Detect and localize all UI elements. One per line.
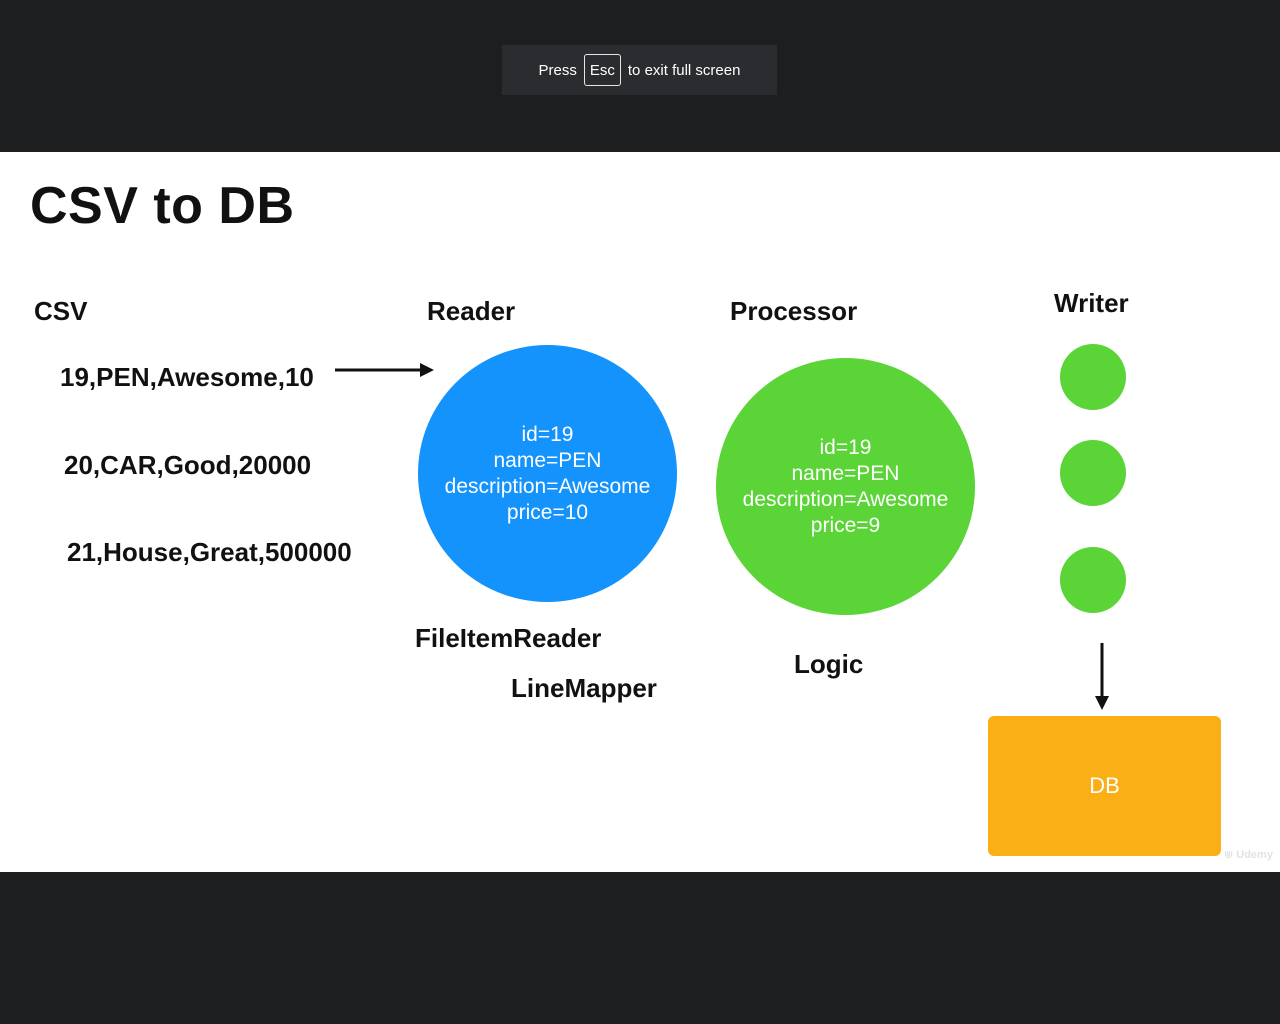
writer-item-dot-1 bbox=[1060, 344, 1126, 410]
slide: CSV to DB CSV Reader Processor Writer 19… bbox=[0, 152, 1280, 872]
reader-item-circle: id=19 name=PEN description=Awesome price… bbox=[418, 345, 677, 602]
writer-heading: Writer bbox=[1054, 288, 1129, 318]
processor-item-circle: id=19 name=PEN description=Awesome price… bbox=[716, 358, 975, 615]
fullscreen-exit-toast: Press Esc to exit full screen bbox=[502, 45, 777, 95]
csv-line-1: 19,PEN,Awesome,10 bbox=[60, 362, 314, 392]
writer-item-dot-3 bbox=[1060, 547, 1126, 613]
slide-title: CSV to DB bbox=[30, 177, 295, 235]
reader-field-name: name=PEN bbox=[493, 448, 602, 472]
reader-heading: Reader bbox=[427, 296, 516, 326]
processor-field-price: price=9 bbox=[810, 513, 881, 537]
file-item-reader-label: FileItemReader bbox=[415, 623, 602, 653]
csv-line-2: 20,CAR,Good,20000 bbox=[64, 450, 312, 480]
processor-field-name: name=PEN bbox=[791, 461, 900, 485]
logic-label: Logic bbox=[794, 649, 864, 679]
db-box: DB bbox=[988, 716, 1221, 856]
csv-to-reader-arrow bbox=[335, 363, 434, 377]
csv-heading: CSV bbox=[34, 296, 88, 326]
processor-field-description: description=Awesome bbox=[742, 487, 949, 511]
arrows-layer bbox=[335, 363, 1109, 710]
processor-heading: Processor bbox=[730, 296, 858, 326]
processor-field-id: id=19 bbox=[819, 435, 872, 459]
toast-suffix-text: to exit full screen bbox=[627, 61, 741, 79]
db-label: DB bbox=[1089, 773, 1120, 798]
esc-key-badge: Esc bbox=[583, 54, 621, 86]
reader-field-id: id=19 bbox=[521, 422, 574, 446]
toast-press-text: Press bbox=[538, 61, 577, 79]
line-mapper-label: LineMapper bbox=[511, 673, 657, 703]
reader-field-description: description=Awesome bbox=[444, 474, 651, 498]
writer-item-dot-2 bbox=[1060, 440, 1126, 506]
csv-line-3: 21,House,Great,500000 bbox=[67, 537, 352, 567]
udemy-watermark-logo: ⋓ Udemy bbox=[1224, 849, 1273, 861]
reader-field-price: price=10 bbox=[506, 500, 589, 524]
writer-to-db-arrow bbox=[1095, 643, 1109, 710]
